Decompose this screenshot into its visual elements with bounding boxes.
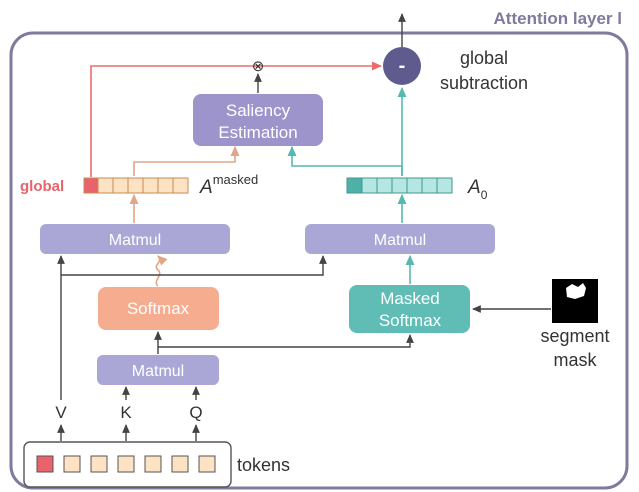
- token-cell: [36, 455, 54, 473]
- masked-softmax-box: [349, 285, 470, 333]
- token-cells: [36, 455, 216, 473]
- softmax-label: Softmax: [127, 299, 190, 318]
- matmul-left-label: Matmul: [109, 232, 161, 249]
- layer-title: Attention layer l: [494, 9, 622, 28]
- a-masked-strip: [83, 177, 189, 194]
- masked-softmax-label-1: Masked: [380, 289, 440, 308]
- token-cell: [171, 455, 189, 473]
- softmax-to-matmul-arrow: [155, 255, 168, 287]
- tokens-label: tokens: [237, 455, 290, 475]
- global-subtraction-label-2: subtraction: [440, 73, 528, 93]
- layer-frame: [9, 31, 629, 490]
- a0-to-saliency-path: [287, 145, 403, 176]
- token-cell: [117, 455, 135, 473]
- global-label: global: [20, 178, 64, 195]
- saliency-estimation-box: [193, 94, 323, 146]
- softmax-box: [98, 287, 219, 330]
- saliency-label-1: Saliency: [226, 101, 291, 120]
- subtraction-node: [383, 47, 421, 85]
- segment-mask-label-1: segment: [540, 326, 609, 346]
- multiply-node: ⊗: [252, 58, 265, 75]
- segment-mask-label-2: mask: [553, 350, 597, 370]
- bottom-matmul-to-masked-softmax-path: [158, 334, 414, 348]
- matmul-bottom-box: [97, 355, 219, 385]
- a0-strip: [346, 177, 453, 194]
- token-cell: [144, 455, 162, 473]
- token-cell: [63, 455, 81, 473]
- matmul-left-box: [40, 224, 230, 254]
- global-red-path: [90, 61, 383, 177]
- matmul-right-box: [305, 224, 495, 254]
- k-label: K: [120, 403, 132, 422]
- a0-label: A0: [467, 177, 488, 202]
- v-label: V: [55, 403, 67, 422]
- matmul-right-label: Matmul: [374, 232, 426, 249]
- matmul-bottom-label: Matmul: [132, 363, 184, 380]
- v-to-matmul-right-path: [61, 255, 327, 276]
- a-masked-to-saliency-path: [133, 145, 240, 176]
- token-cell: [90, 455, 108, 473]
- subtraction-sign: -: [399, 55, 406, 77]
- a-masked-label: Amasked: [199, 172, 258, 198]
- q-label: Q: [189, 403, 202, 422]
- token-cell: [198, 455, 216, 473]
- segment-mask-image: [552, 279, 598, 323]
- masked-softmax-label-2: Softmax: [379, 311, 442, 330]
- global-subtraction-label-1: global: [460, 48, 508, 68]
- saliency-label-2: Estimation: [218, 123, 297, 142]
